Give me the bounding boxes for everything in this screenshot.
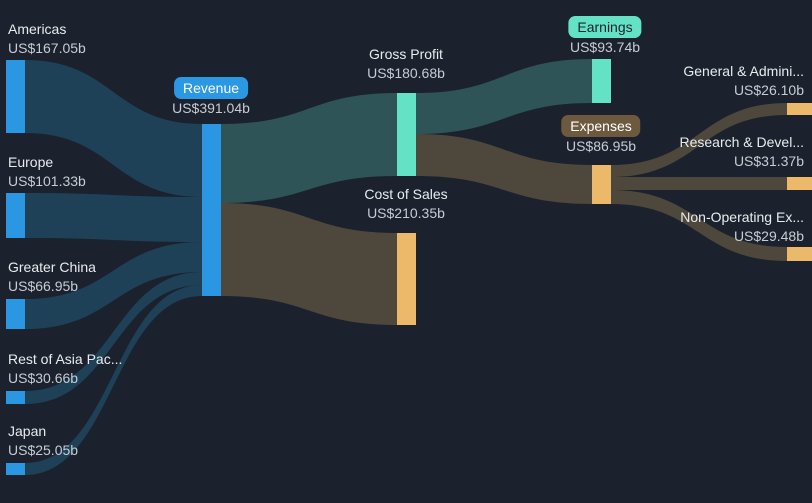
node-value-text: US$29.48b (733, 228, 804, 244)
node-label-text: Europe (8, 154, 54, 170)
node-research-development[interactable] (787, 177, 812, 190)
node-greater-china[interactable] (6, 299, 25, 329)
node-value-text: US$93.74b (569, 39, 641, 55)
node-value-text: US$101.33b (8, 173, 86, 189)
node-label-text: Cost of Sales (364, 186, 448, 202)
node-value-text: US$25.05b (8, 442, 79, 458)
label-non-operating-expenses: Non-Operating Ex... US$29.48b (680, 208, 804, 246)
node-gross-profit[interactable] (397, 93, 416, 176)
label-revenue: Revenue US$391.04b (172, 77, 250, 118)
label-expenses: Expenses US$86.95b (561, 115, 641, 156)
label-japan: Japan US$25.05b (8, 422, 78, 460)
node-value-text: US$167.05b (8, 40, 86, 56)
flow-gross-profit-to-expenses (416, 134, 592, 204)
node-americas[interactable] (6, 60, 25, 133)
node-cost-of-sales[interactable] (397, 233, 416, 325)
flow-japan-to-revenue (25, 285, 202, 475)
node-revenue[interactable] (202, 124, 221, 296)
flow-revenue-to-gross-profit (221, 93, 397, 203)
revenue-pill[interactable]: Revenue (173, 77, 249, 99)
node-label-text: Research & Devel... (679, 134, 805, 150)
label-research-development: Research & Devel... US$31.37b (680, 133, 805, 171)
node-label-text: General & Admini... (683, 63, 804, 79)
node-rest-of-asia-pacific[interactable] (6, 391, 25, 404)
flow-greater-china-to-revenue (25, 242, 202, 329)
node-label-text: Americas (8, 21, 67, 37)
node-value-text: US$391.04b (172, 100, 250, 116)
node-label-text: Japan (8, 423, 47, 439)
label-rest-of-asia-pacific: Rest of Asia Pac... US$30.66b (8, 350, 122, 388)
label-earnings: Earnings US$93.74b (568, 16, 642, 57)
node-label-text: Gross Profit (369, 46, 443, 62)
node-label-text: Greater China (8, 259, 96, 275)
node-value-text: US$30.66b (8, 370, 79, 386)
node-value-text: US$31.37b (733, 153, 804, 169)
node-value-text: US$26.10b (733, 82, 804, 98)
label-greater-china: Greater China US$66.95b (8, 258, 96, 296)
flow-expenses-to-general-administrative (611, 103, 787, 177)
flow-expenses-to-research-development (611, 177, 787, 190)
node-value-text: US$180.68b (367, 65, 445, 81)
flow-americas-to-revenue (25, 60, 202, 197)
node-general-administrative[interactable] (787, 103, 812, 115)
label-europe: Europe US$101.33b (8, 153, 86, 191)
label-gross-profit: Gross Profit US$180.68b (367, 45, 445, 83)
node-label-text: Rest of Asia Pac... (8, 351, 123, 367)
node-expenses[interactable] (592, 165, 611, 204)
node-value-text: US$66.95b (8, 278, 79, 294)
flow-rest-of-asia-pacific-to-revenue (25, 272, 202, 404)
node-label-text: Non-Operating Ex... (680, 209, 804, 225)
node-value-text: US$86.95b (565, 138, 637, 154)
flow-expenses-to-non-operating-expenses (611, 190, 787, 261)
label-americas: Americas US$167.05b (8, 20, 86, 58)
flow-gross-profit-to-earnings (416, 59, 592, 134)
flow-europe-to-revenue (25, 193, 202, 242)
node-japan[interactable] (6, 463, 25, 475)
expenses-pill[interactable]: Expenses (561, 115, 641, 137)
flow-revenue-to-cost-of-sales (221, 203, 397, 325)
label-cost-of-sales: Cost of Sales US$210.35b (364, 185, 447, 223)
node-earnings[interactable] (592, 59, 611, 103)
label-general-administrative: General & Admini... US$26.10b (683, 62, 804, 100)
node-non-operating-expenses[interactable] (787, 247, 812, 261)
node-value-text: US$210.35b (367, 205, 445, 221)
node-europe[interactable] (6, 193, 25, 238)
earnings-pill[interactable]: Earnings (568, 16, 642, 38)
